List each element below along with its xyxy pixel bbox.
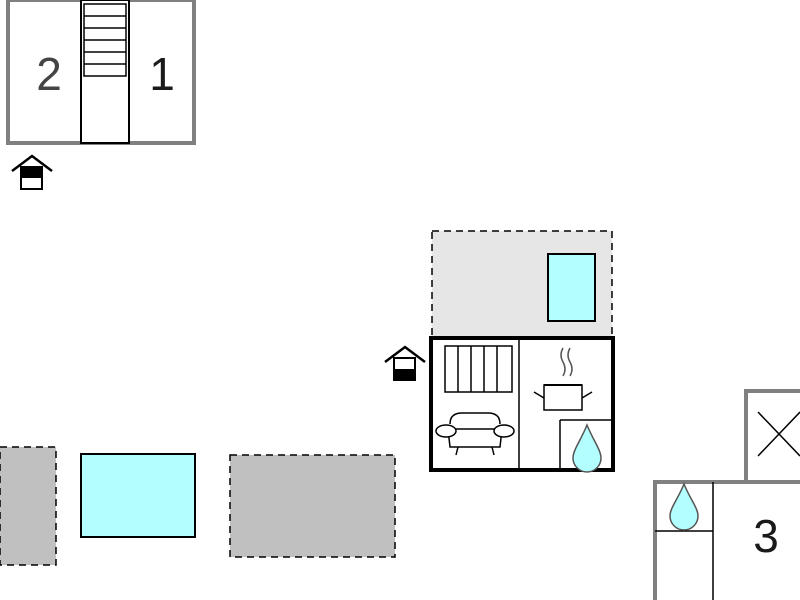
room-label-3: 3 (753, 510, 779, 562)
cooking-pot-icon (533, 347, 593, 411)
terrace-upper (431, 230, 613, 338)
pool-icon (547, 253, 596, 322)
sofa-icon (435, 412, 515, 456)
room-label-2: 2 (36, 48, 62, 100)
entrance-icon (11, 154, 53, 190)
building-upper-left: 2 1 (6, 0, 196, 145)
entrance-icon (384, 345, 426, 381)
building-lower-right-annex (744, 389, 800, 484)
closed-x-icon (757, 411, 800, 457)
water-drop-icon (669, 481, 699, 531)
building-main (429, 336, 615, 473)
room-label-1: 1 (149, 48, 175, 100)
terrace-lower-middle (229, 454, 396, 558)
building-lower-right: 3 (653, 389, 800, 600)
radiator-icon (444, 345, 513, 393)
terrace-lower-left (0, 446, 57, 566)
building-lower-right-outline (653, 480, 800, 600)
pool-icon (80, 453, 196, 538)
stairs-icon (80, 0, 130, 144)
water-drop-icon (572, 422, 602, 473)
